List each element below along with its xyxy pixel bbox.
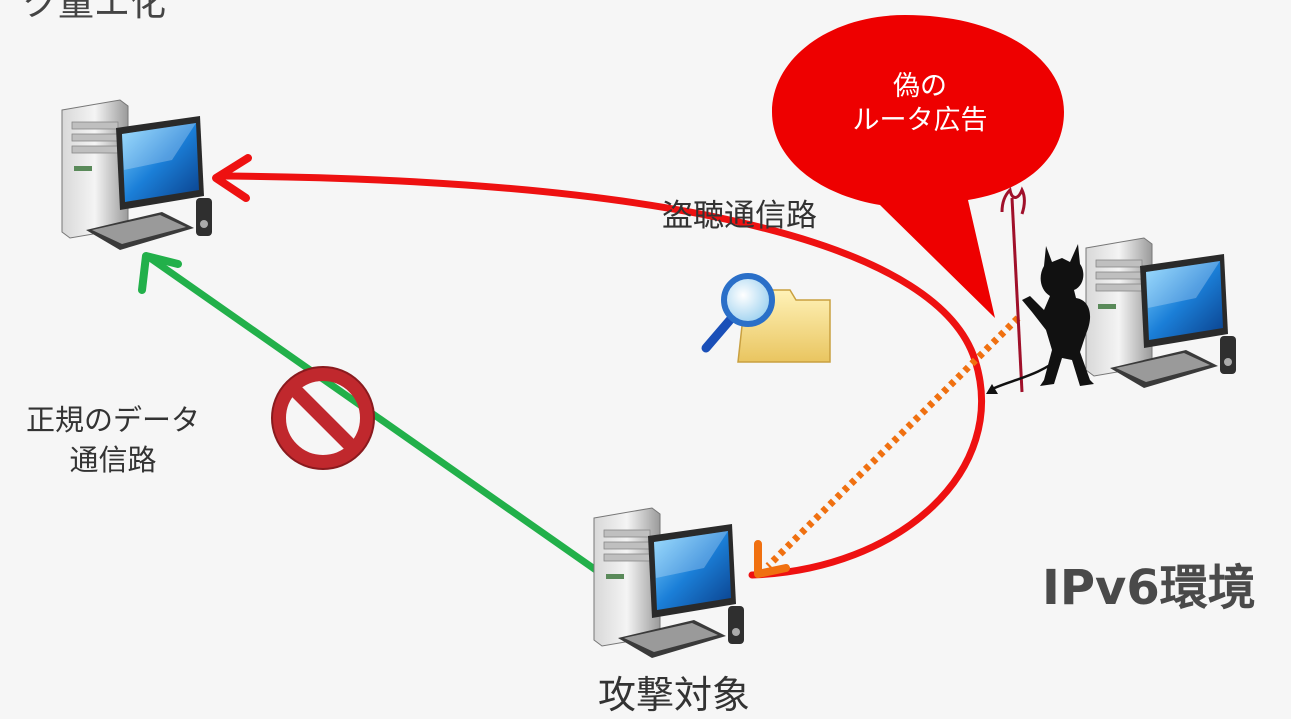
fake-ra-path <box>765 315 1021 569</box>
legit-path-label: 正規のデータ 通信路 <box>18 400 208 480</box>
computer-icon <box>1085 237 1237 389</box>
cut-top-text: ク量エ化 <box>22 0 167 24</box>
environment-label: IPv6環境 <box>1042 560 1256 616</box>
computer-icon <box>61 99 213 251</box>
computer-icon <box>593 507 745 659</box>
bubble-line-2: ルータ広告 <box>852 105 988 136</box>
tap-path-label: 盗聴通信路 <box>662 198 817 234</box>
legit-path-arrowhead <box>138 252 182 294</box>
target-label: 攻撃対象 <box>598 673 751 717</box>
devil-icon <box>986 244 1094 394</box>
tap-path <box>218 172 985 579</box>
fake-router-ad-text: 偽の ルータ広告 <box>800 70 1040 138</box>
fake-router-ad-bubble <box>772 15 1064 318</box>
magnifier-folder-icon <box>701 273 831 363</box>
trident-icon <box>1000 186 1026 393</box>
legit-path-label-line-1: 正規のデータ <box>25 403 200 437</box>
tap-path-arrowhead <box>212 154 252 202</box>
legit-path <box>146 254 607 579</box>
fake-ra-arrowhead <box>754 540 790 578</box>
bubble-line-1: 偽の <box>893 71 947 102</box>
prohibit-icon <box>271 366 375 470</box>
legit-path-label-line-2: 通信路 <box>69 443 157 477</box>
